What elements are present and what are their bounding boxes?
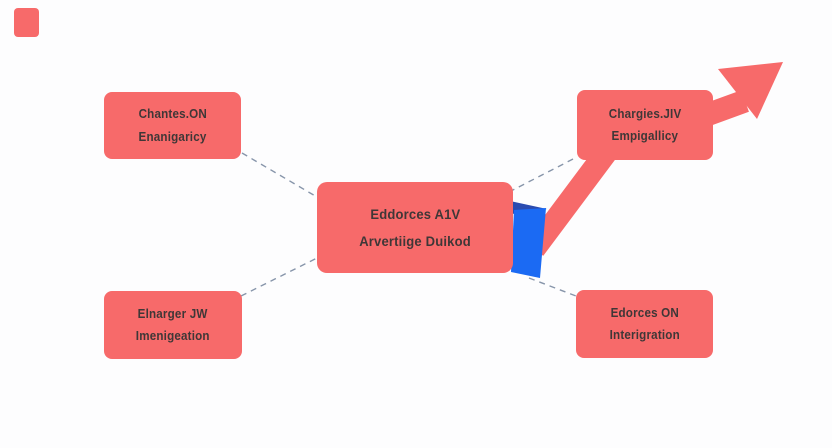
node-title: Elnarger JW: [138, 306, 208, 321]
node-chantes[interactable]: Chantes.ON Enanigaricy: [104, 92, 241, 159]
node-subtitle: Empigallicy: [611, 129, 679, 143]
connector-bottomleft-center: [240, 257, 318, 297]
corner-accent-square: [14, 8, 39, 37]
node-subtitle: Arvertiige Duikod: [359, 233, 471, 249]
growth-arrow-head-icon: [718, 62, 783, 119]
node-subtitle: Interigration: [609, 328, 680, 342]
node-title: Eddorces A1V: [369, 206, 461, 222]
connector-center-topright: [508, 156, 578, 193]
node-eddorces-central[interactable]: Eddorces A1V Arvertiige Duikod: [317, 182, 513, 273]
node-chargies[interactable]: Chargies.JIV Empigallicy: [577, 90, 713, 160]
blue-ribbon-icon: [511, 208, 546, 278]
node-title: Chargies.JIV: [608, 106, 682, 121]
connector-topleft-center: [241, 152, 318, 198]
node-edorces[interactable]: Edorces ON Interigration: [576, 290, 713, 358]
node-title: Chantes.ON: [138, 107, 207, 121]
node-subtitle: Imenigeation: [136, 329, 210, 343]
node-title: Edorces ON: [610, 305, 679, 320]
node-subtitle: Enanigaricy: [138, 129, 207, 144]
node-elnarger[interactable]: Elnarger JW Imenigeation: [104, 291, 242, 359]
connector-center-bottomright: [528, 277, 577, 297]
